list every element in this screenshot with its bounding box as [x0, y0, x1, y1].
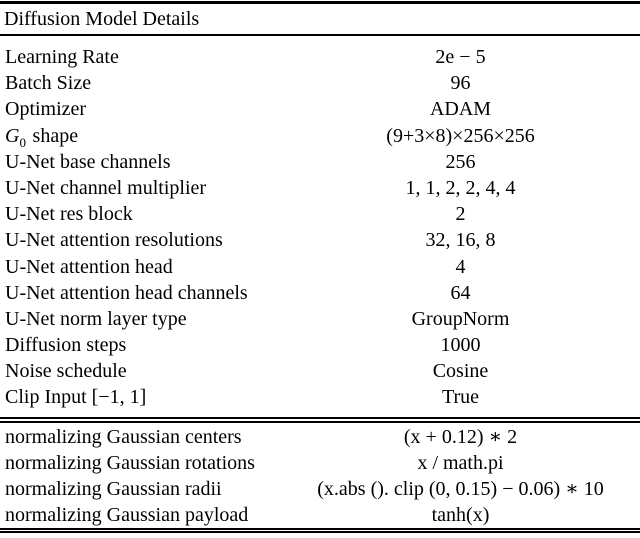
param-label: normalizing Gaussian centers: [5, 425, 242, 448]
param-label: Diffusion steps: [5, 334, 127, 357]
table-row: normalizing Gaussian radii (x.abs (). cl…: [0, 476, 640, 502]
table-row: Batch Size 96: [0, 70, 640, 96]
subscript-zero: 0: [19, 134, 26, 150]
param-label: U-Net res block: [5, 203, 133, 226]
param-value: 64: [450, 281, 471, 304]
param-label: U-Net attention head: [5, 255, 173, 278]
normalizing-section: normalizing Gaussian centers (x + 0.12) …: [0, 423, 640, 529]
param-label: U-Net attention head channels: [5, 281, 248, 304]
param-value: tanh(x): [431, 504, 490, 527]
param-label: U-Net base channels: [5, 150, 171, 173]
param-value: 256: [445, 150, 476, 173]
param-value: 4: [455, 255, 466, 278]
param-value: GroupNorm: [411, 307, 510, 330]
table-row: G0 shape (9+3×8)×256×256: [0, 123, 640, 150]
table-row: U-Net norm layer type GroupNorm: [0, 306, 640, 332]
table-row: normalizing Gaussian centers (x + 0.12) …: [0, 424, 640, 450]
table-title: Diffusion Model Details: [0, 4, 640, 36]
param-label: Batch Size: [5, 72, 92, 95]
double-rule: [0, 416, 640, 423]
param-label: U-Net attention resolutions: [5, 229, 223, 252]
param-value: (x + 0.12) ∗ 2: [403, 425, 518, 448]
param-value: 96: [450, 72, 471, 95]
table-row: U-Net base channels 256: [0, 149, 640, 175]
param-value: Cosine: [432, 360, 489, 383]
param-value: ADAM: [429, 98, 492, 121]
table-row: U-Net channel multiplier 1, 1, 2, 2, 4, …: [0, 175, 640, 201]
table-row: U-Net attention head channels 64: [0, 280, 640, 306]
param-label: normalizing Gaussian radii: [5, 478, 222, 500]
param-value: (x.abs (). clip (0, 0.15) − 0.06) ∗ 10: [317, 478, 604, 500]
table-row: U-Net attention resolutions 32, 16, 8: [0, 227, 640, 253]
table-row: Clip Input [−1, 1] True: [0, 384, 640, 410]
param-label: Noise schedule: [5, 360, 127, 383]
bottom-rule: [0, 528, 640, 534]
param-value: (9+3×8)×256×256: [386, 124, 535, 147]
param-label: normalizing Gaussian rotations: [5, 451, 255, 474]
table-row: U-Net res block 2: [0, 201, 640, 227]
table-row: Diffusion steps 1000: [0, 332, 640, 358]
param-value: True: [441, 386, 480, 409]
param-value: x / math.pi: [417, 451, 504, 474]
param-value: 1000: [440, 334, 481, 357]
table-row: Learning Rate 2e − 5: [0, 44, 640, 70]
param-label: normalizing Gaussian payload: [5, 504, 249, 527]
param-value: 32, 16, 8: [425, 229, 496, 252]
top-rule: [0, 1, 640, 4]
table-row: Noise schedule Cosine: [0, 358, 640, 384]
param-label: Learning Rate: [5, 46, 119, 68]
param-value: 2: [455, 203, 466, 226]
param-label: G0 shape: [0, 123, 281, 156]
param-label: U-Net channel multiplier: [5, 176, 207, 199]
param-label-text: shape: [32, 124, 79, 147]
model-details-section: Learning Rate 2e − 5 Batch Size 96 Optim…: [0, 36, 640, 417]
table-row: U-Net attention head 4: [0, 254, 640, 280]
param-value: 1, 1, 2, 2, 4, 4: [405, 176, 516, 199]
table-row: Optimizer ADAM: [0, 96, 640, 122]
param-label: Clip Input [−1, 1]: [5, 386, 147, 409]
param-label: U-Net norm layer type: [5, 307, 187, 330]
param-value: 2e − 5: [435, 46, 486, 68]
table-row: normalizing Gaussian payload tanh(x): [0, 502, 640, 528]
script-g-symbol: G: [5, 124, 20, 147]
param-label: Optimizer: [5, 98, 87, 121]
table-row: normalizing Gaussian rotations x / math.…: [0, 450, 640, 476]
